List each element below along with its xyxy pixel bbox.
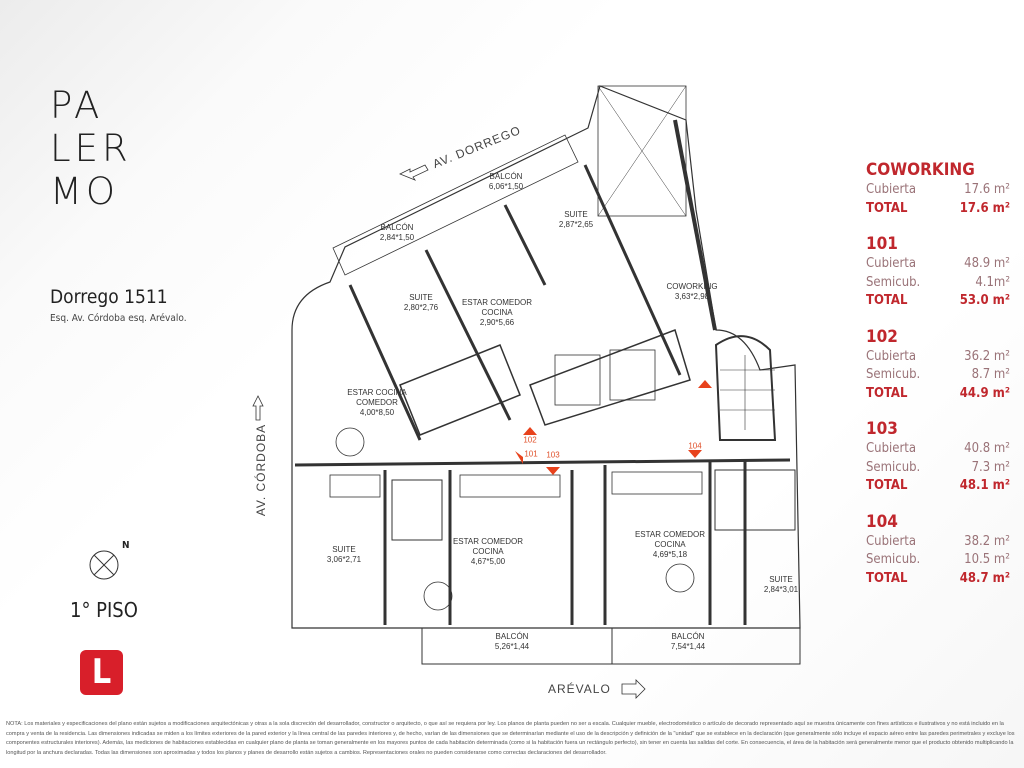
brand-line: LER	[50, 127, 132, 170]
unit-marker-103-icon	[546, 467, 560, 475]
area-row: Semicub.8.7 m²	[866, 367, 1010, 382]
unit-name: 103	[866, 419, 898, 439]
street-label-arevalo: ARÉVALO	[548, 682, 611, 696]
address-subtitle: Esq. Av. Córdoba esq. Arévalo.	[50, 313, 187, 324]
unit-name: COWORKING	[866, 160, 975, 180]
unit-name: 102	[866, 326, 898, 347]
unit-marker-label: 102	[523, 435, 537, 445]
unit-marker-label: 101	[524, 449, 538, 459]
unit-marker-label: 103	[546, 450, 560, 460]
unit-name: 104	[866, 511, 898, 532]
brand-line: MO	[50, 170, 120, 213]
unit-marker-101-icon	[515, 451, 523, 464]
brand-wordmark: PA LER MO	[50, 84, 132, 213]
compass-icon	[89, 550, 119, 580]
area-row: Semicub.10.5 m²	[866, 552, 1010, 567]
area-row: Semicub.7.3 m²	[866, 459, 1010, 475]
area-row: Semicub.4.1m²	[866, 274, 1010, 290]
coworking-marker-icon	[698, 380, 712, 388]
unit-marker-label: 104	[688, 441, 702, 451]
unit-marker-104-icon	[688, 450, 702, 458]
brand-line: PA	[50, 84, 104, 127]
street-label-cordoba: AV. CÓRDOBA	[254, 423, 269, 517]
unit-name: 101	[866, 234, 898, 254]
logo-letter: L	[91, 652, 112, 692]
legal-note: NOTA: Los materiales y especificaciones …	[6, 721, 1015, 756]
address-title: Dorrego 1511	[50, 286, 168, 308]
brand-logo: L	[80, 650, 123, 695]
unit-marker-102-icon	[523, 427, 537, 435]
compass-north-label: N	[122, 540, 130, 551]
floor-label: 1° PISO	[70, 598, 138, 622]
